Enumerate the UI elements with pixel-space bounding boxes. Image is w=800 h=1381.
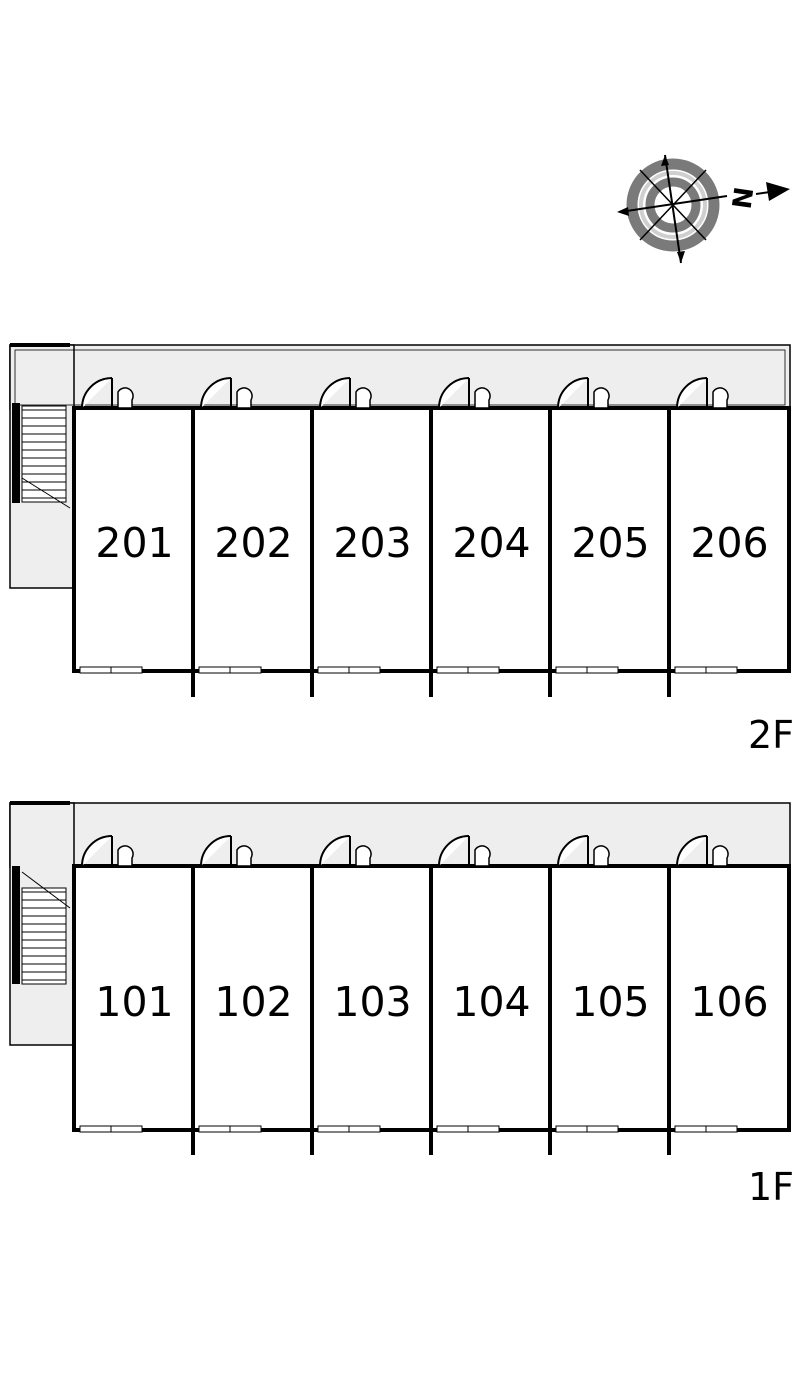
corridor xyxy=(9,344,791,410)
window-icon xyxy=(198,666,262,674)
floor-2f-plan: 201 202 203 204 205 206 2F xyxy=(9,343,794,757)
floor-1f-plan: 101 102 103 104 105 106 1F xyxy=(9,801,794,1209)
unit-number-206: 206 xyxy=(690,519,768,567)
window-icon xyxy=(555,666,619,674)
door-icon xyxy=(81,835,113,867)
door-icon xyxy=(438,377,470,409)
meter-box xyxy=(712,845,729,867)
unit-number-202: 202 xyxy=(214,519,292,567)
floor-label-2f: 2F xyxy=(748,713,794,757)
door-icon xyxy=(438,835,470,867)
staircase-icon xyxy=(12,403,71,509)
window-icon xyxy=(674,666,738,674)
window-icon xyxy=(436,666,500,674)
unit-number-104: 104 xyxy=(452,978,530,1026)
compass-north-letter: N xyxy=(728,185,761,211)
door-icon xyxy=(200,835,232,867)
door-icon xyxy=(676,835,708,867)
unit-number-103: 103 xyxy=(333,978,411,1026)
unit-number-106: 106 xyxy=(690,978,768,1026)
door-icon xyxy=(557,835,589,867)
window-icon xyxy=(79,666,143,674)
meter-box xyxy=(474,387,491,409)
floor-label-1f: 1F xyxy=(748,1165,794,1209)
meter-box xyxy=(355,387,372,409)
meter-box xyxy=(117,845,134,867)
meter-box xyxy=(117,387,134,409)
door-icon xyxy=(557,377,589,409)
window-icon xyxy=(198,1125,262,1133)
window-icon xyxy=(555,1125,619,1133)
meter-box xyxy=(712,387,729,409)
unit-number-203: 203 xyxy=(333,519,411,567)
compass-rose-icon: N xyxy=(617,154,790,264)
window-icon xyxy=(317,1125,381,1133)
meter-box xyxy=(593,387,610,409)
meter-box xyxy=(236,387,253,409)
door-icon xyxy=(81,377,113,409)
meter-box xyxy=(474,845,491,867)
meter-box xyxy=(593,845,610,867)
window-icon xyxy=(436,1125,500,1133)
unit-number-205: 205 xyxy=(571,519,649,567)
meter-box xyxy=(355,845,372,867)
corridor xyxy=(9,802,791,868)
window-icon xyxy=(79,1125,143,1133)
staircase-icon xyxy=(12,866,71,985)
unit-number-201: 201 xyxy=(95,519,173,567)
door-icon xyxy=(319,377,351,409)
window-icon xyxy=(674,1125,738,1133)
unit-number-204: 204 xyxy=(452,519,530,567)
door-icon xyxy=(319,835,351,867)
unit-number-101: 101 xyxy=(95,978,173,1026)
window-icon xyxy=(317,666,381,674)
door-icon xyxy=(676,377,708,409)
unit-number-102: 102 xyxy=(214,978,292,1026)
meter-box xyxy=(236,845,253,867)
door-icon xyxy=(200,377,232,409)
unit-number-105: 105 xyxy=(571,978,649,1026)
